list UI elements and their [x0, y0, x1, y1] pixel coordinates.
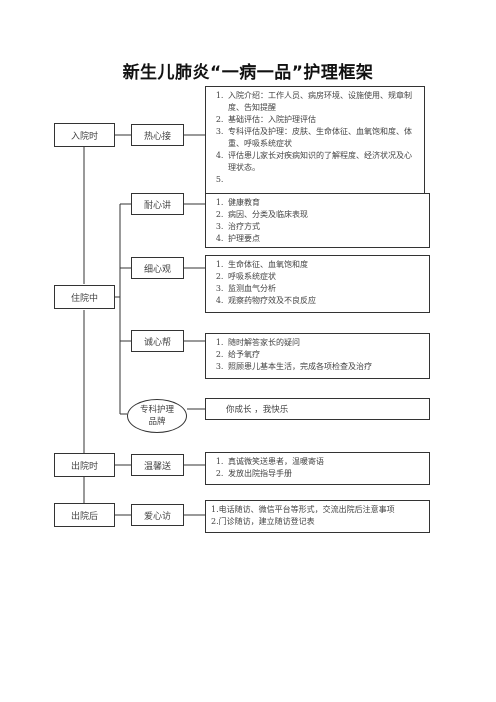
list-item: 治疗方式: [226, 221, 424, 233]
content-caring-visit: 1.电话随访、微信平台等形式，交流出院后注意事项 2.门诊随访，建立随访登记表: [205, 500, 430, 533]
list-item: 随时解答家长的疑问: [226, 337, 424, 349]
category-warm-send: 温馨送: [131, 454, 184, 476]
list-item: 评估患儿家长对疾病知识的了解程度、经济状况及心理状态。: [226, 150, 419, 174]
category-careful-observe: 细心观: [131, 257, 184, 279]
list-item: 专科评估及护理：皮肤、生命体征、血氧饱和度、体重、呼吸系统症状: [226, 126, 419, 150]
stage-after-discharge-label: 出院后: [70, 511, 98, 522]
category-caring-visit-label: 爱心访: [143, 511, 171, 522]
list-item: 观察药物疗效及不良反应: [226, 295, 424, 307]
list-item: 照顾患儿基本生活，完成各项检查及治疗: [226, 361, 424, 373]
category-caring-visit: 爱心访: [131, 504, 184, 526]
stage-discharge-label: 出院时: [70, 461, 98, 472]
list-item: 给予氧疗: [226, 349, 424, 361]
list-item: 病因、分类及临床表现: [226, 209, 424, 221]
content-warm-send: 真诚微笑送患者，温暖寄语 发放出院指导手册: [205, 452, 430, 485]
content-careful-observe: 生命体征、血氧饱和度 呼吸系统症状 监测血气分析 观察药物疗效及不良反应: [205, 255, 430, 313]
list-item: 监测血气分析: [226, 283, 424, 295]
list-item: 2.门诊随访，建立随访登记表: [211, 517, 315, 526]
content-sincere-help: 随时解答家长的疑问 给予氧疗 照顾患儿基本生活，完成各项检查及治疗: [205, 333, 430, 379]
content-warm-reception: 入院介绍：工作人员、病房环境、设施使用、规章制度、告知提醒 基础评估：入院护理评…: [205, 86, 425, 200]
brand-slogan: 你成长 ，我快乐: [226, 405, 289, 415]
list-item: 护理要点: [226, 233, 424, 245]
category-patient-explain-label: 耐心讲: [143, 200, 171, 211]
list-item: 健康教育: [226, 197, 424, 209]
list-item: 1.电话随访、微信平台等形式，交流出院后注意事项: [211, 505, 395, 514]
content-brand: 你成长 ，我快乐: [205, 398, 430, 420]
stage-admission: 入院时: [54, 123, 115, 147]
category-brand: 专科护理品牌: [127, 399, 187, 433]
category-warm-send-label: 温馨送: [143, 461, 171, 472]
category-sincere-help: 诚心帮: [131, 330, 184, 352]
list-item: [226, 174, 419, 186]
list-item: 真诚微笑送患者，温暖寄语: [226, 456, 424, 468]
category-careful-observe-label: 细心观: [143, 264, 171, 275]
list-item: 发放出院指导手册: [226, 468, 424, 480]
list-item: 呼吸系统症状: [226, 271, 424, 283]
content-patient-explain: 健康教育 病因、分类及临床表现 治疗方式 护理要点: [205, 193, 430, 248]
page-title: 新生儿肺炎“一病一品”护理框架: [122, 63, 374, 83]
category-sincere-help-label: 诚心帮: [143, 337, 171, 348]
list-item: 入院介绍：工作人员、病房环境、设施使用、规章制度、告知提醒: [226, 90, 419, 114]
category-warm-reception-label: 热心接: [143, 131, 171, 142]
list-item: 基础评估：入院护理评估: [226, 114, 419, 126]
stage-admission-label: 入院时: [70, 131, 98, 142]
category-patient-explain: 耐心讲: [131, 193, 184, 215]
list-item: 生命体征、血氧饱和度: [226, 259, 424, 271]
category-warm-reception: 热心接: [131, 124, 184, 146]
stage-discharge: 出院时: [54, 453, 115, 477]
category-brand-label: 专科护理品牌: [139, 405, 174, 427]
stage-hospitalization: 住院中: [54, 285, 115, 309]
stage-hospitalization-label: 住院中: [70, 293, 98, 304]
stage-after-discharge: 出院后: [54, 503, 115, 527]
